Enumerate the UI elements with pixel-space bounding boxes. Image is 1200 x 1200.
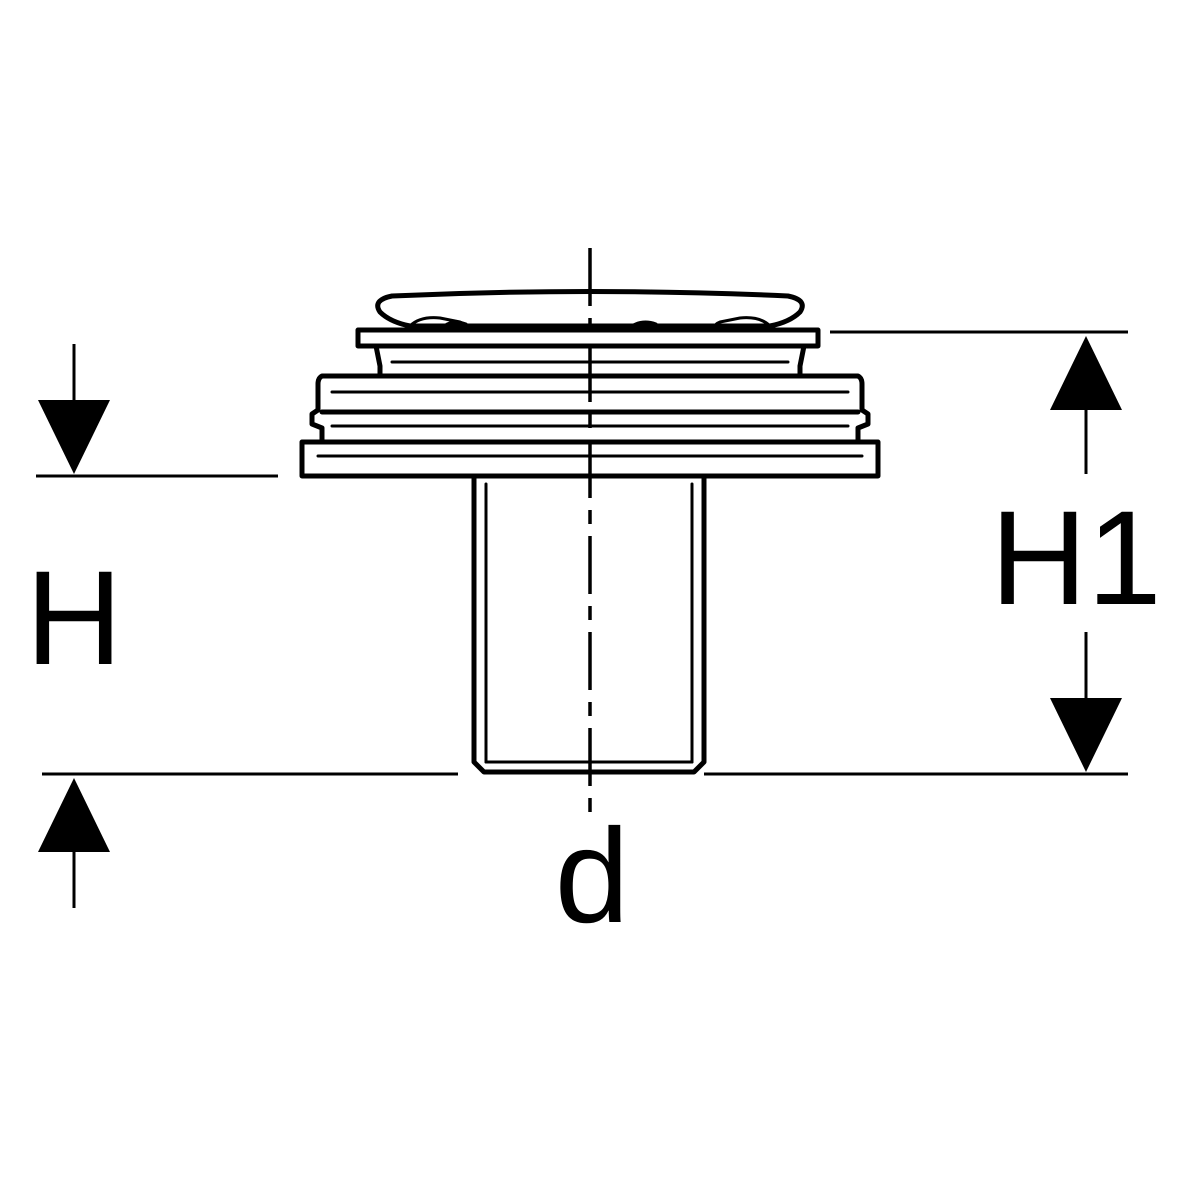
- h1-arrow-up: [1050, 336, 1122, 410]
- h-arrow-down: [38, 400, 110, 474]
- base-flange: [299, 439, 881, 479]
- h1-arrow-down: [1050, 698, 1122, 772]
- label-h1: H1: [990, 484, 1161, 633]
- upper-flange: [355, 327, 821, 349]
- label-h: H: [26, 544, 123, 693]
- dimension-h: H: [26, 344, 458, 908]
- h-arrow-up: [38, 778, 110, 852]
- label-d: d: [555, 802, 630, 951]
- dimension-h1: H1: [704, 330, 1162, 776]
